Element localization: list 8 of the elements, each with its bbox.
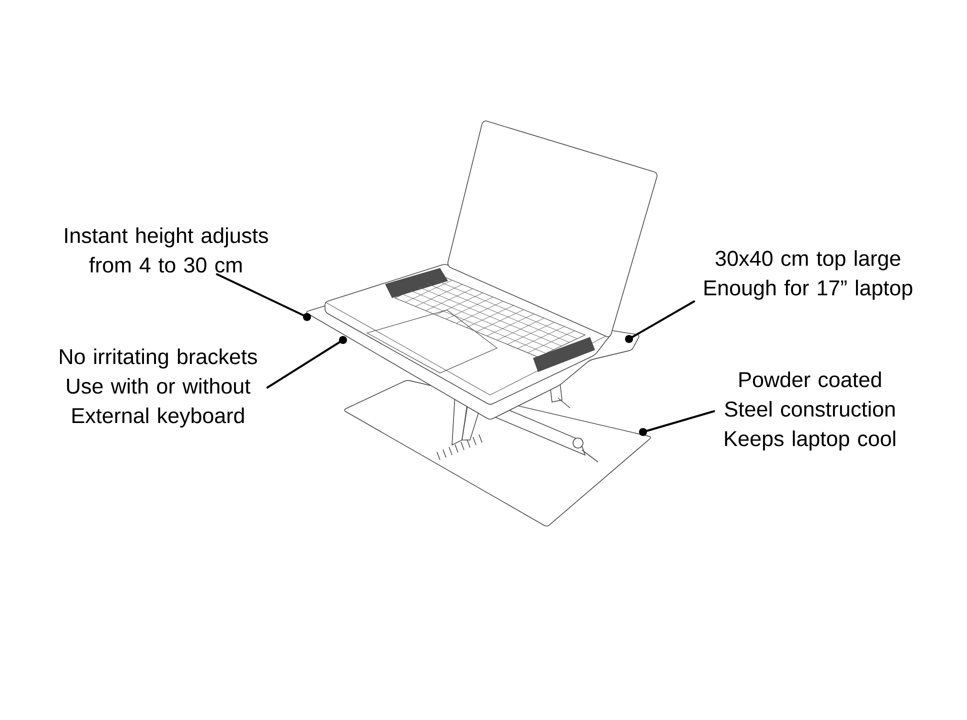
- leader-line: [625, 300, 696, 343]
- leader-line: [216, 272, 311, 321]
- leader-line: [639, 410, 716, 436]
- callout-text: 30x40 cm top large Enough for 17” laptop: [704, 250, 912, 300]
- leader-line: [266, 336, 347, 389]
- callout-text: No irritating brackets Use with or without External keyboard: [60, 348, 257, 428]
- callout-text: Instant height adjusts from 4 to 30 cm: [65, 227, 268, 273]
- callout-text: Powder coated Steel construction Keeps laptop cool: [724, 371, 896, 451]
